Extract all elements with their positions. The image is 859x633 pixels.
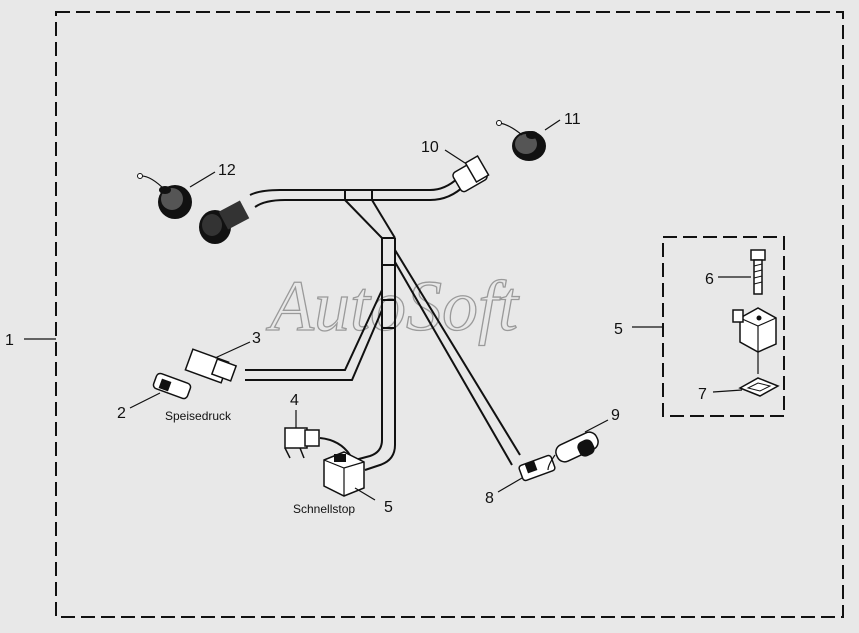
callout-5-valve: 5 — [384, 499, 393, 516]
label-schnellstop: Schnellstop — [293, 502, 355, 516]
round-plug-icon — [199, 200, 250, 244]
callout-3: 3 — [252, 330, 261, 347]
connector-3-icon — [184, 348, 238, 384]
callout-9: 9 — [611, 407, 620, 424]
gasket-7-icon — [738, 377, 780, 397]
callout-6: 6 — [705, 271, 714, 288]
valve-connector-5-icon — [732, 307, 777, 374]
solenoid-valve-5-icon — [323, 451, 365, 497]
cap-11-icon — [496, 120, 546, 161]
callout-11: 11 — [564, 111, 581, 128]
callout-10: 10 — [421, 139, 439, 156]
connector-8-icon — [518, 454, 556, 482]
connector-10-icon — [452, 154, 490, 193]
connector-2-icon — [152, 372, 192, 400]
assembly-frame — [55, 11, 844, 618]
harness-wires — [245, 177, 521, 471]
leader-lines — [24, 119, 751, 501]
callout-2: 2 — [117, 405, 126, 422]
sensor-4-icon — [284, 427, 320, 459]
cap-12-icon — [137, 173, 192, 219]
callout-4: 4 — [290, 392, 299, 409]
connector-9-icon — [547, 431, 599, 471]
callout-8: 8 — [485, 490, 494, 507]
label-speisedruck: Speisedruck — [165, 409, 232, 423]
bolt-6-icon — [750, 249, 766, 295]
callout-5-detail: 5 — [614, 321, 623, 338]
callout-7: 7 — [698, 386, 707, 403]
watermark: AutoSoft — [266, 266, 520, 346]
callout-1: 1 — [5, 332, 14, 349]
callout-12: 12 — [218, 162, 236, 179]
